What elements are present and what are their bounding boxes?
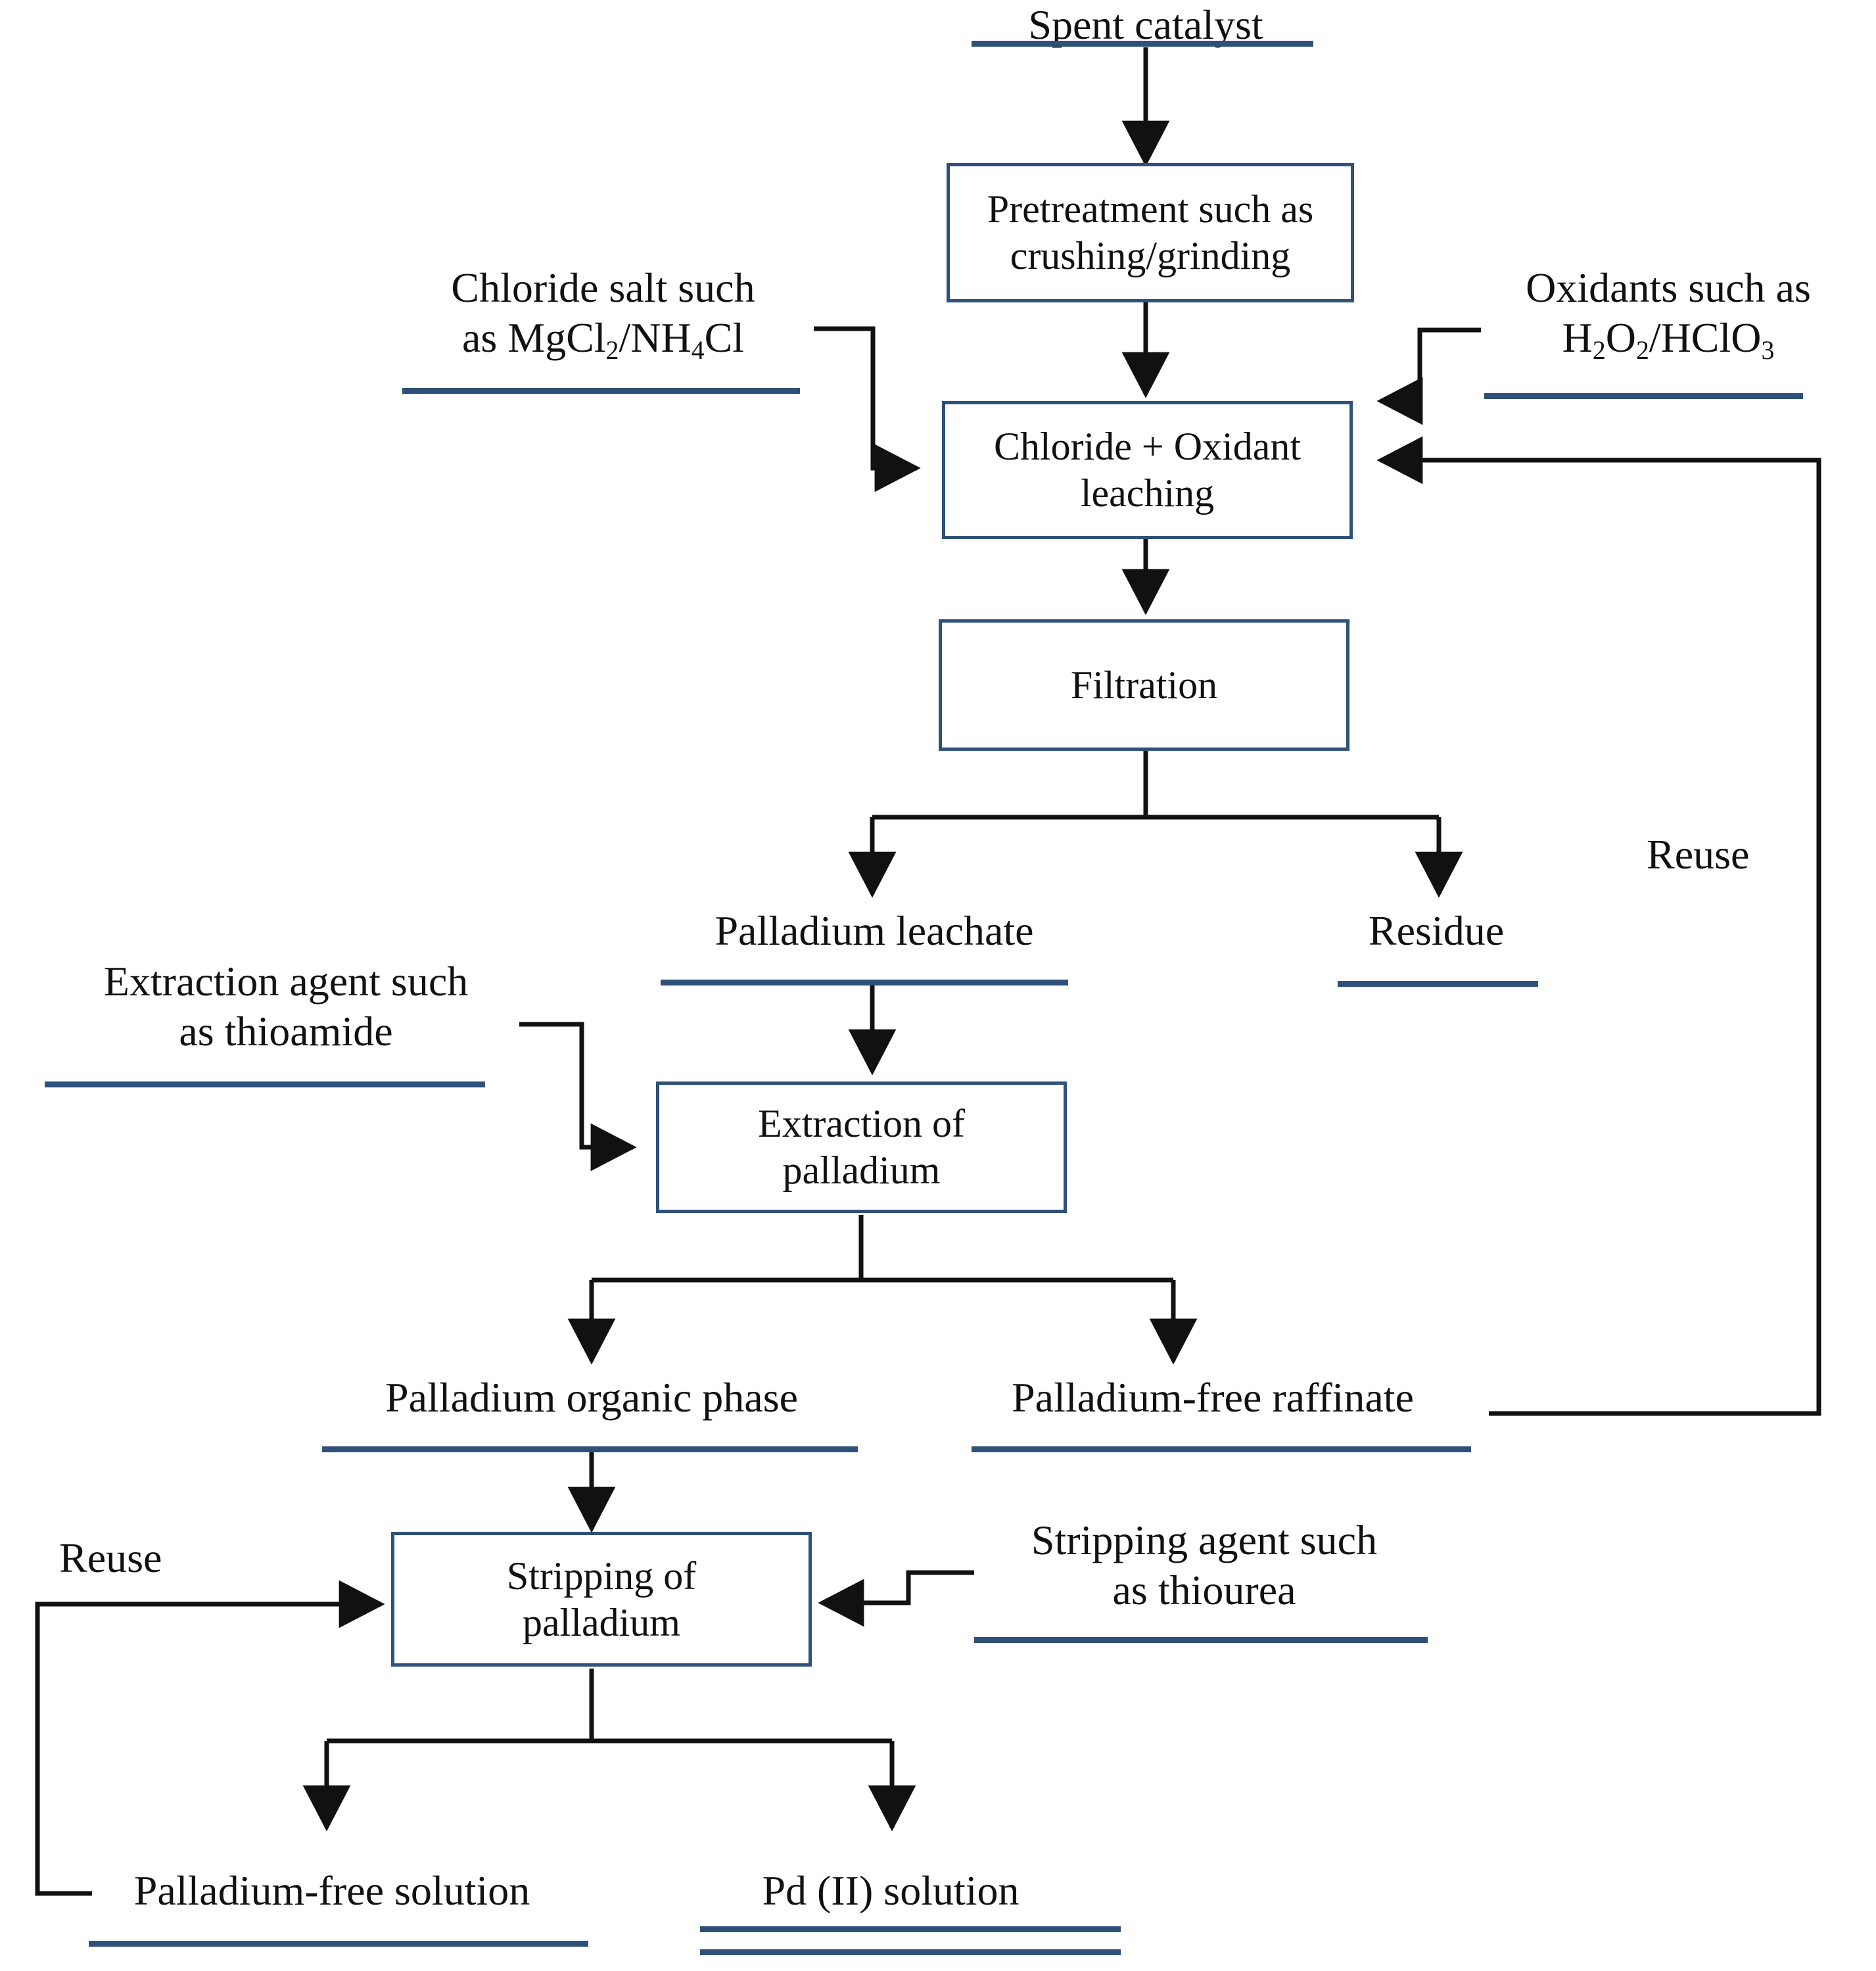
stream-residue: Residue: [1272, 906, 1601, 959]
annotation-reuse-right: Reuse: [1647, 828, 1831, 881]
arrow-oxidant-feed: [1376, 327, 1481, 425]
stream-palladium-free-solution-label: Palladium-free solution: [133, 1867, 530, 1914]
underline-palladium-free-solution: [89, 1941, 588, 1947]
arrow-reuse-left-loop: [35, 1580, 385, 1896]
underline-palladium-organic-phase: [322, 1446, 858, 1452]
process-pretreatment-label: Pretreatment such as crushing/grinding: [987, 187, 1314, 277]
stream-spent-catalyst: Spent catalyst: [949, 0, 1343, 49]
process-stripping-label: Stripping of palladium: [506, 1554, 697, 1644]
stream-oxidants-label: Oxidants such as H2O2/HClO3: [1526, 264, 1811, 365]
underline-chloride-salt: [402, 388, 800, 394]
process-pretreatment[interactable]: Pretreatment such as crushing/grinding: [947, 163, 1354, 302]
stream-palladium-organic-phase: Palladium organic phase: [309, 1373, 874, 1425]
arrow-chloride-salt-feed: [814, 326, 921, 492]
stream-palladium-leachate: Palladium leachate: [657, 906, 1091, 959]
stream-oxidants: Oxidants such as H2O2/HClO3: [1481, 263, 1856, 381]
stream-palladium-free-solution: Palladium-free solution: [79, 1866, 585, 1918]
stream-stripping-agent: Stripping agent such as thiourea: [974, 1515, 1434, 1634]
stream-pd-ii-solution: Pd (II) solution: [670, 1866, 1111, 1918]
underline-palladium-free-raffinate: [972, 1446, 1471, 1452]
process-chloride-oxidant-leaching[interactable]: Chloride + Oxidant leaching: [942, 401, 1353, 539]
underline-spent-catalyst: [972, 41, 1313, 47]
process-leaching-label: Chloride + Oxidant leaching: [993, 425, 1301, 515]
process-extraction-label: Extraction of palladium: [758, 1102, 965, 1192]
annotation-reuse-left: Reuse: [59, 1532, 243, 1584]
underline-residue: [1338, 981, 1538, 987]
underline-stripping-agent: [974, 1637, 1428, 1643]
stream-stripping-agent-label: Stripping agent such as thiourea: [1031, 1517, 1378, 1613]
stream-extraction-agent-label: Extraction agent such as thioamide: [103, 958, 469, 1055]
process-filtration[interactable]: Filtration: [939, 619, 1349, 751]
arrow-stripping-agent-feed: [818, 1570, 974, 1627]
underline-palladium-leachate: [661, 980, 1068, 986]
process-stripping-of-palladium[interactable]: Stripping of palladium: [391, 1532, 812, 1667]
underline-oxidants: [1484, 393, 1803, 399]
stream-pd-ii-solution-label: Pd (II) solution: [762, 1867, 1020, 1914]
underline-pd-ii-solution-bottom: [700, 1949, 1121, 1955]
stream-palladium-leachate-label: Palladium leachate: [715, 907, 1034, 954]
underline-pd-ii-solution-top: [700, 1926, 1121, 1932]
stream-palladium-organic-phase-label: Palladium organic phase: [385, 1374, 798, 1421]
annotation-reuse-right-label: Reuse: [1647, 831, 1750, 878]
stream-chloride-salt-label: Chloride salt such as MgCl2/NH4Cl: [451, 264, 755, 365]
stream-chloride-salt: Chloride salt such as MgCl2/NH4Cl: [391, 263, 815, 381]
annotation-reuse-left-label: Reuse: [59, 1534, 162, 1582]
arrow-extraction-agent-feed: [519, 1022, 637, 1172]
process-extraction-of-palladium[interactable]: Extraction of palladium: [656, 1081, 1067, 1213]
stream-palladium-free-raffinate: Palladium-free raffinate: [950, 1373, 1476, 1425]
stream-palladium-free-raffinate-label: Palladium-free raffinate: [1012, 1374, 1414, 1421]
stream-spent-catalyst-label: Spent catalyst: [1028, 1, 1263, 48]
underline-extraction-agent: [45, 1081, 485, 1087]
process-filtration-label: Filtration: [1070, 663, 1218, 707]
stream-extraction-agent: Extraction agent such as thioamide: [53, 957, 519, 1075]
stream-residue-label: Residue: [1368, 907, 1505, 954]
